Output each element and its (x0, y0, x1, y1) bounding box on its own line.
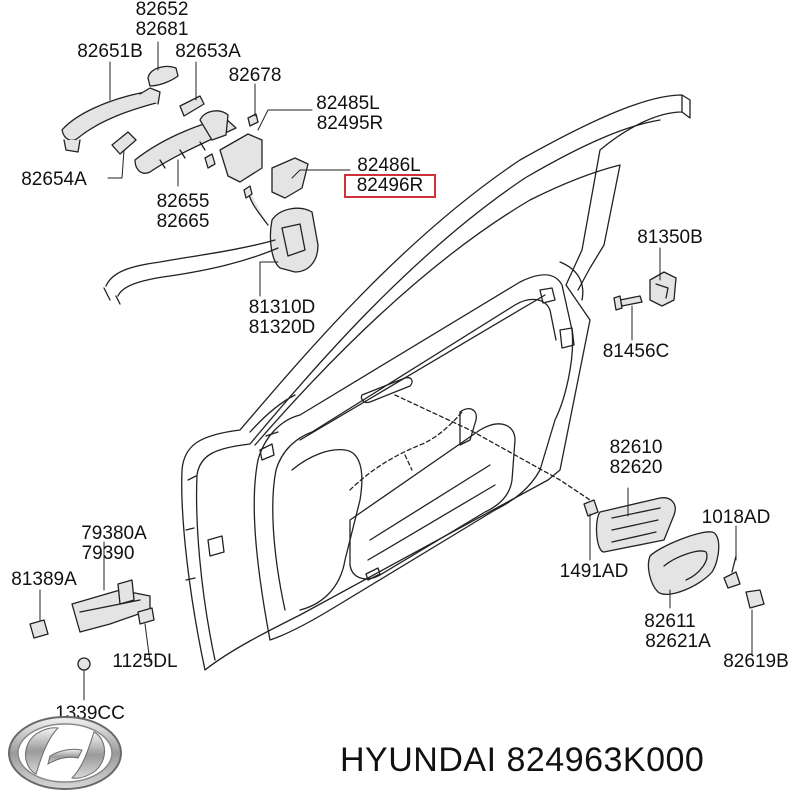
label-81350b: 81350B (637, 227, 703, 248)
label-82611: 82611 (644, 611, 696, 632)
label-82653a: 82653A (175, 41, 241, 62)
label-1491ad: 1491AD (559, 561, 629, 582)
rod-bracket-82486 (204, 153, 309, 199)
label-82655: 82655 (156, 191, 210, 212)
label-82678: 82678 (228, 65, 282, 86)
label-82495r: 82495R (316, 113, 384, 134)
label-79380a: 79380A (81, 523, 147, 544)
rod-bracket-82485 (219, 133, 263, 183)
label-82654a: 82654A (21, 169, 87, 190)
handle-cap (147, 65, 179, 87)
label-82485l: 82485L (316, 93, 380, 114)
inside-handle-bezel (647, 531, 720, 595)
screw-1018ad (723, 555, 741, 589)
inside-handle-housing (595, 497, 676, 553)
label-1018ad: 1018AD (701, 507, 771, 528)
door-shell (181, 94, 691, 671)
bolt-81389a (29, 619, 49, 639)
label-82665: 82665 (156, 211, 210, 232)
bolt-1125dl (137, 607, 155, 625)
label-82681: 82681 (135, 19, 189, 40)
brand-caption: HYUNDAI 824963K000 (340, 741, 705, 779)
label-82610: 82610 (609, 437, 663, 458)
latch-cables (103, 239, 279, 305)
door-trim-panel (207, 274, 575, 641)
hyundai-logo-icon (8, 716, 122, 790)
label-82496r: 82496R (356, 175, 424, 196)
door-latch (243, 185, 319, 273)
striker (649, 271, 677, 307)
cap-82619b (745, 589, 765, 609)
door-checker (71, 579, 151, 633)
handle-frame (134, 110, 237, 174)
label-81389a: 81389A (11, 569, 77, 590)
gasket-82653a (179, 95, 205, 117)
label-79390: 79390 (81, 543, 135, 564)
label-82486l: 82486L (357, 155, 421, 176)
label-82619b: 82619B (723, 651, 789, 672)
outside-handle (61, 87, 161, 153)
screw-82678 (247, 113, 259, 127)
label-1125dl: 1125DL (112, 651, 178, 672)
label-82651b: 82651B (77, 41, 143, 62)
label-81320d: 81320D (248, 317, 316, 338)
screw-1491ad (583, 499, 599, 517)
label-82621a: 82621A (645, 631, 711, 652)
label-81456c: 81456C (602, 341, 670, 362)
label-82652: 82652 (135, 0, 189, 20)
highlight-box (344, 174, 436, 198)
inner-cables (349, 394, 591, 501)
gasket-82654a (111, 131, 137, 155)
leader-lines (39, 41, 753, 701)
label-81310d: 81310D (248, 297, 316, 318)
label-82620: 82620 (609, 457, 663, 478)
bolt-81456c (613, 295, 643, 311)
plug-1339cc (77, 657, 91, 671)
